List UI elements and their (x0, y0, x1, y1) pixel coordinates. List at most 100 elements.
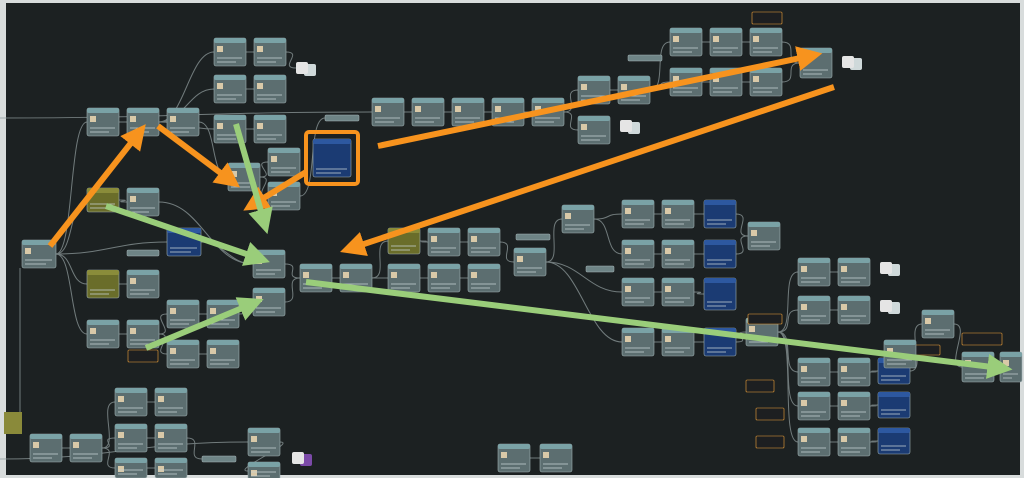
graph-node (253, 114, 287, 144)
blue-node (877, 427, 911, 455)
node-thumbnail-icon (887, 348, 893, 354)
graph-node (797, 391, 831, 421)
blue-node (312, 138, 352, 178)
connection-wire (563, 89, 579, 113)
graph-node (467, 227, 501, 257)
graph-node (749, 27, 783, 57)
node-header (838, 296, 870, 301)
connection-wire (284, 263, 301, 279)
blue-node (703, 277, 737, 311)
node-thumbnail-icon (625, 208, 631, 214)
highlighted-node-frame (304, 130, 360, 186)
node-thumbnail-icon (841, 400, 847, 406)
graph-node (253, 37, 287, 67)
connection-wire (869, 370, 879, 373)
node-thumbnail-icon (130, 196, 136, 202)
node-thumbnail-icon (90, 328, 96, 334)
node-thumbnail-icon (621, 84, 627, 90)
graph-node (451, 97, 485, 127)
graph-node (252, 287, 286, 317)
graph-node (154, 423, 188, 453)
node-thumbnail-icon (625, 336, 631, 342)
graph-node (497, 443, 531, 473)
connection-wire (563, 111, 579, 131)
node-header (115, 458, 147, 463)
green-arrow (105, 203, 270, 266)
node-header (115, 424, 147, 429)
connection-wire (499, 241, 515, 263)
node-thumbnail-icon (217, 123, 223, 129)
connection-wire (777, 271, 799, 333)
node-thumbnail-icon (158, 396, 164, 402)
connection-wire (545, 218, 563, 263)
node-thumbnail-icon (231, 171, 237, 177)
graph-node (621, 199, 655, 229)
node-thumbnail-icon (118, 396, 124, 402)
blue-node (877, 391, 911, 419)
graph-node (253, 74, 287, 104)
node-thumbnail-icon (665, 286, 671, 292)
node-header (838, 258, 870, 263)
reroute-node (585, 265, 615, 273)
node-thumbnail-icon (471, 236, 477, 242)
node-header (452, 98, 484, 103)
graph-node (661, 239, 695, 269)
node-header (268, 148, 300, 153)
node-thumbnail-icon (673, 36, 679, 42)
node-header (838, 392, 870, 397)
node-thumbnail-icon (251, 436, 257, 442)
node-thumbnail-icon (375, 106, 381, 112)
output-viewer-icon (880, 300, 892, 312)
node-thumbnail-icon (90, 116, 96, 122)
graph-node (621, 277, 655, 307)
node-header (514, 248, 546, 253)
node-header (412, 98, 444, 103)
reroute-node (515, 233, 551, 241)
node-header (428, 228, 460, 233)
node-header (798, 428, 830, 433)
node-header (498, 444, 530, 449)
node-thumbnail-icon (431, 272, 437, 278)
node-header (922, 310, 954, 315)
graph-node (747, 221, 781, 251)
graph-node (371, 97, 405, 127)
node-header (372, 98, 404, 103)
connection-wire (545, 261, 623, 343)
node-thumbnail-icon (713, 36, 719, 42)
node-thumbnail-icon (751, 230, 757, 236)
graph-node (166, 107, 200, 137)
node-header (798, 358, 830, 363)
output-viewer-icon (296, 62, 308, 74)
graph-node (709, 27, 743, 57)
connection-wire (735, 213, 749, 237)
node-thumbnail-icon (581, 124, 587, 130)
node-header (254, 38, 286, 43)
graph-node (837, 257, 871, 287)
node-header (87, 108, 119, 113)
node-header (214, 38, 246, 43)
node-header (207, 300, 239, 305)
node-thumbnail-icon (217, 46, 223, 52)
node-header (710, 28, 742, 33)
connection-wire (186, 437, 203, 460)
node-header (662, 200, 694, 205)
node-header (962, 352, 994, 357)
node-thumbnail-icon (455, 106, 461, 112)
node-thumbnail-icon (841, 304, 847, 310)
node-thumbnail-icon (801, 266, 807, 272)
graph-node (126, 107, 160, 137)
graph-node (577, 115, 611, 145)
graph-node (661, 277, 695, 307)
connection-wire (101, 437, 116, 449)
graph-node (206, 339, 240, 369)
graph-node (797, 295, 831, 325)
node-header (253, 288, 285, 293)
node-header (22, 240, 56, 245)
connection-wire (777, 309, 799, 333)
node-thumbnail-icon (33, 442, 39, 448)
node-thumbnail-icon (251, 470, 257, 476)
graph-node (669, 27, 703, 57)
annotation-arrows (47, 46, 1013, 379)
graph-node (799, 47, 833, 79)
